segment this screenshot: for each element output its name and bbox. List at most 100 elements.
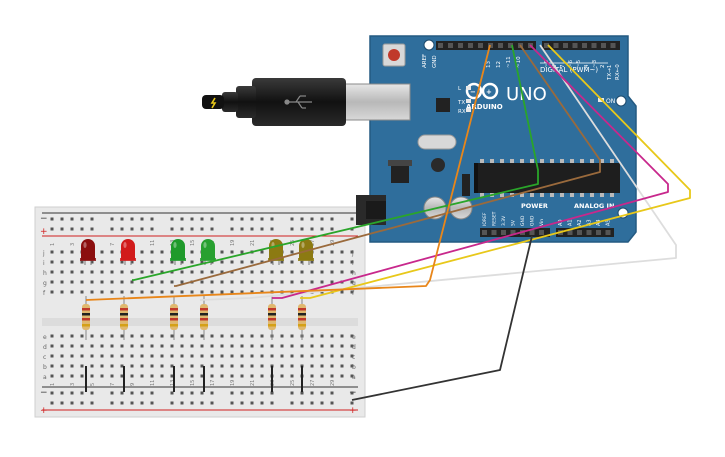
column-number: 27	[310, 380, 316, 386]
digital-pin-label: ~11	[506, 56, 512, 68]
led-component[interactable]	[120, 239, 136, 265]
chip-pin	[600, 159, 604, 163]
resistor[interactable]	[82, 296, 90, 340]
terminal-hole	[100, 290, 104, 294]
terminal-hole	[220, 280, 224, 284]
rail-hole	[230, 401, 234, 405]
rail-hole	[240, 227, 244, 231]
terminal-hole	[340, 344, 344, 348]
terminal-hole	[310, 280, 314, 284]
terminal-hole	[210, 374, 214, 378]
terminal-hole	[190, 374, 194, 378]
terminal-hole	[340, 290, 344, 294]
terminal-hole	[110, 344, 114, 348]
terminal-hole	[160, 270, 164, 274]
column-number: 9	[130, 383, 136, 386]
terminal-hole	[320, 364, 324, 368]
led-highlight	[203, 242, 207, 248]
resistor-band	[82, 318, 90, 321]
rail-hole	[190, 227, 194, 231]
power-pin-label: GND	[530, 215, 536, 226]
terminal-hole	[280, 270, 284, 274]
wire-yellow[interactable]	[300, 44, 691, 299]
terminal-hole	[110, 270, 114, 274]
analog-header	[556, 228, 614, 237]
terminal-hole	[220, 364, 224, 368]
tx-led-label: TX	[457, 100, 465, 106]
terminal-hole	[80, 290, 84, 294]
resistor[interactable]	[170, 296, 178, 340]
rail-hole	[310, 227, 314, 231]
terminal-hole	[170, 260, 174, 264]
led-component[interactable]	[80, 239, 96, 265]
terminal-hole	[90, 354, 94, 358]
terminal-hole	[150, 280, 154, 284]
terminal-hole	[330, 260, 334, 264]
wire-green[interactable]	[132, 44, 539, 281]
resistor-band	[200, 318, 208, 321]
resistor[interactable]	[120, 296, 128, 340]
terminal-hole	[210, 270, 214, 274]
terminal-hole	[240, 354, 244, 358]
chip-pin	[490, 159, 494, 163]
rail-hole	[270, 217, 274, 221]
resistor[interactable]	[200, 296, 208, 340]
rail-hole	[330, 217, 334, 221]
rail-hole	[180, 401, 184, 405]
rail-hole	[60, 391, 64, 395]
header-hole	[605, 230, 611, 235]
terminal-hole	[220, 250, 224, 254]
rail-hole	[170, 401, 174, 405]
led-component[interactable]	[170, 239, 186, 265]
led-body	[121, 239, 135, 260]
header-hole	[508, 43, 513, 48]
terminal-hole	[230, 354, 234, 358]
terminal-hole	[160, 374, 164, 378]
terminal-hole	[90, 270, 94, 274]
led-body	[171, 239, 185, 260]
terminal-hole	[50, 344, 54, 348]
terminal-hole	[50, 270, 54, 274]
terminal-hole	[290, 354, 294, 358]
terminal-hole	[280, 374, 284, 378]
terminal-hole	[170, 364, 174, 368]
led-component[interactable]	[200, 239, 216, 265]
resistor[interactable]	[298, 296, 306, 340]
wire-black[interactable]	[351, 235, 533, 401]
aref-label: AREF	[422, 54, 428, 68]
rail-hole	[110, 217, 114, 221]
usb-cable[interactable]	[202, 78, 411, 126]
rail-hole	[170, 227, 174, 231]
header-hole	[478, 43, 483, 48]
column-number: 3	[70, 243, 76, 246]
terminal-hole	[340, 260, 344, 264]
led-component[interactable]	[298, 239, 314, 265]
terminal-hole	[330, 344, 334, 348]
resistor-band	[120, 318, 128, 321]
header-hole	[591, 43, 597, 48]
led-rim	[298, 258, 314, 261]
mount-hole-2	[615, 95, 627, 107]
l-led-label: L	[458, 86, 462, 92]
rail-hole	[320, 401, 324, 405]
terminal-hole	[90, 280, 94, 284]
wire-white[interactable]	[199, 44, 677, 301]
resistor-band	[298, 318, 306, 321]
rail-hole	[140, 217, 144, 221]
digital-pin-label: ~6	[568, 59, 574, 68]
terminal-hole	[350, 344, 354, 348]
terminal-hole	[70, 270, 74, 274]
wire-orange[interactable]	[85, 44, 491, 301]
wire-brown[interactable]	[174, 44, 601, 287]
terminal-hole	[120, 344, 124, 348]
bottom-rail-holes	[50, 391, 354, 405]
resistor-band	[268, 324, 276, 327]
wire-magenta[interactable]	[272, 44, 669, 299]
header-hole	[482, 230, 487, 235]
terminal-hole	[70, 250, 74, 254]
resistor[interactable]	[268, 296, 276, 340]
terminal-hole	[60, 354, 64, 358]
reset-button-cap[interactable]	[388, 49, 400, 61]
